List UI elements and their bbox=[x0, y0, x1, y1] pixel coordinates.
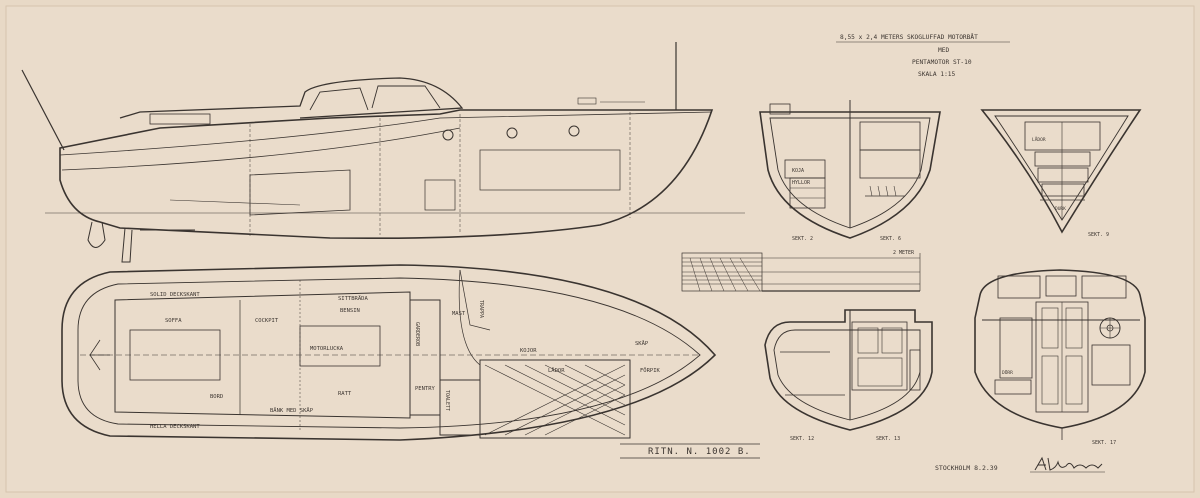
plan-label-mast: MAST bbox=[452, 311, 466, 317]
title-line-1: 8,55 x 2,4 METERS SKOGLUFFAD MOTORBÅT bbox=[840, 32, 978, 41]
section-note-shelf: HYLLOR bbox=[792, 180, 811, 186]
plan-label-bench: BÄNK MED SKÅP bbox=[270, 407, 314, 414]
section-note-bunk: KOJA bbox=[792, 168, 804, 174]
plan-label-fuel: BENSIN bbox=[340, 308, 360, 314]
scale-bar-label: 2 METER bbox=[893, 250, 915, 256]
place-date: STOCKHOLM 8.2.39 bbox=[935, 464, 998, 472]
plan-label-pantry: PENTRY bbox=[415, 386, 436, 392]
section-12-13-view bbox=[764, 309, 933, 431]
plan-label-table: BORD bbox=[210, 394, 223, 400]
plan-label-locker: SKÅP bbox=[635, 340, 649, 347]
section-9-view bbox=[980, 109, 1142, 234]
plan-view bbox=[61, 264, 717, 441]
section-label-2: SEKT. 2 bbox=[792, 236, 813, 242]
section-label-6: SEKT. 6 bbox=[880, 236, 901, 242]
section-17-view bbox=[974, 269, 1146, 440]
plan-label-sofa: SOFFA bbox=[165, 318, 182, 324]
section-2-6-view bbox=[759, 100, 941, 239]
section-label-9: SEKT. 9 bbox=[1088, 232, 1109, 238]
side-profile-view bbox=[21, 42, 714, 263]
plan-label-cockpit: COCKPIT bbox=[255, 318, 279, 324]
section-note-drawers: LÅDOR bbox=[1032, 136, 1046, 143]
plan-label-deck-stbd: HELLA DECKSKANT bbox=[150, 424, 200, 430]
title-line-2: MED bbox=[938, 47, 949, 54]
title-line-4: SKALA 1:15 bbox=[918, 71, 956, 78]
scale-bar bbox=[681, 252, 921, 292]
plan-label-stairs: TRAPPA bbox=[478, 300, 484, 318]
drawing-number: RITN. N. 1002 B. bbox=[648, 447, 751, 457]
title-line-3: PENTAMOTOR ST-10 bbox=[912, 59, 972, 66]
plan-label-fwd-locker: FÖRPIK bbox=[640, 367, 661, 374]
plan-label-seat: SITTBRÄDA bbox=[338, 295, 368, 302]
section-note-door: DÖRR bbox=[1002, 369, 1013, 376]
section-note-floor: DURK bbox=[1055, 206, 1066, 212]
section-label-12: SEKT. 12 bbox=[790, 436, 814, 442]
section-label-17: SEKT. 17 bbox=[1092, 440, 1116, 446]
plan-label-toilet: TOALETT bbox=[444, 390, 450, 411]
section-label-13: SEKT. 13 bbox=[876, 436, 900, 442]
plan-label-wardrobe: GARDEROB bbox=[414, 322, 420, 346]
plan-label-bunks: KOJOR bbox=[520, 348, 537, 354]
plan-label-bunk-drawers: LÅDOR bbox=[548, 367, 565, 374]
signature bbox=[1030, 456, 1105, 473]
plan-label-wheel: RATT bbox=[338, 391, 352, 397]
plan-label-deck-port: SOLID DECKSKANT bbox=[150, 292, 200, 298]
plan-label-hatch: MOTORLUCKA bbox=[310, 346, 344, 352]
